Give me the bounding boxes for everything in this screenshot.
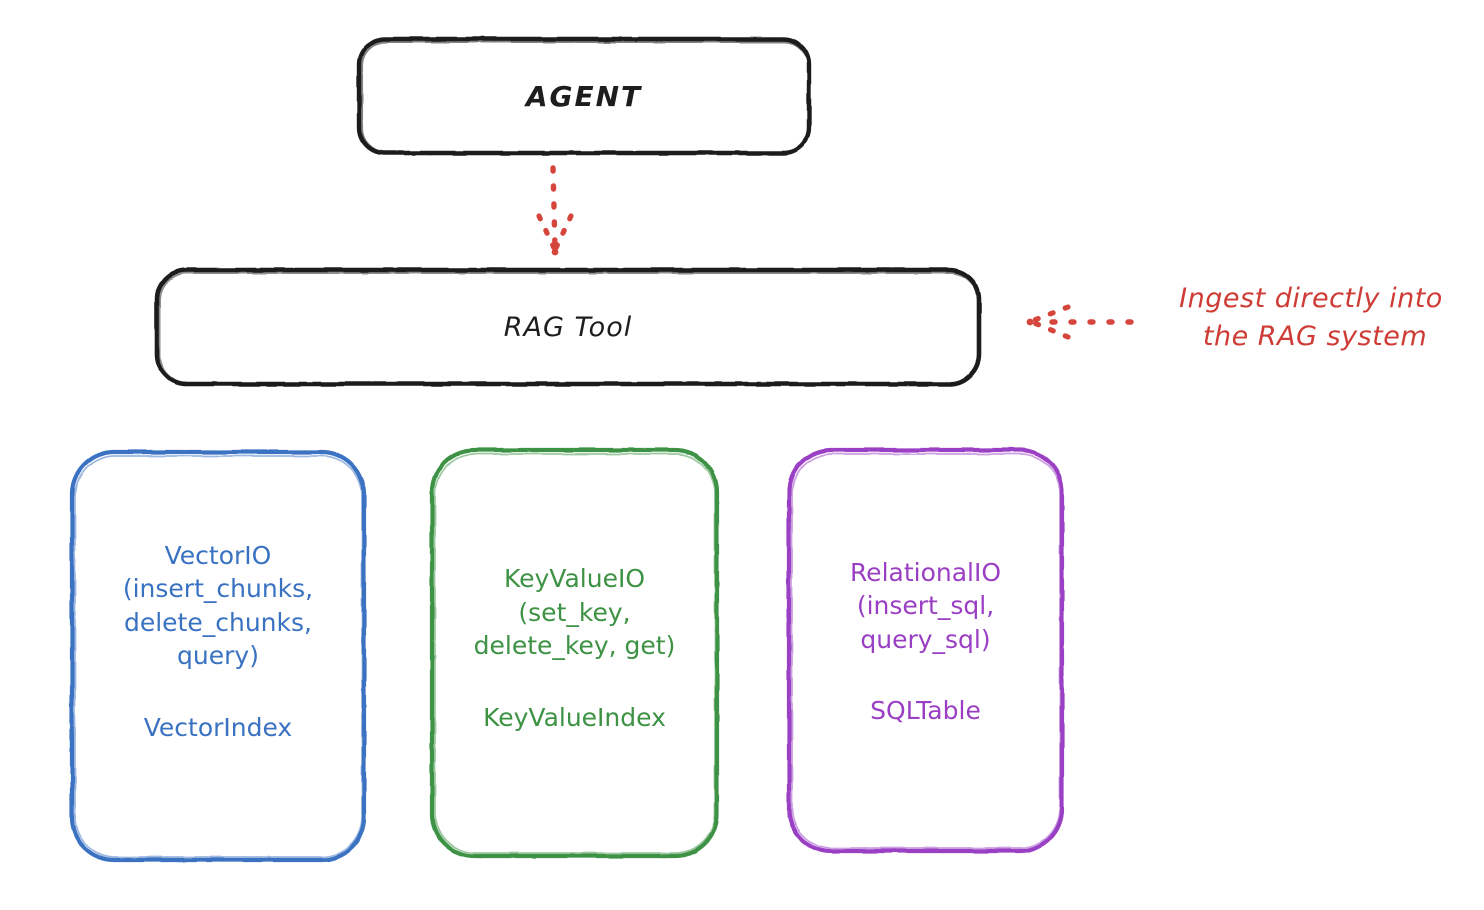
- rag-tool-box[interactable]: RAG Tool: [155, 268, 981, 386]
- vector-store-box-shape[interactable]: [69, 449, 367, 863]
- rag-tool-box-shape[interactable]: [154, 267, 982, 387]
- ingest-annotation-line-2: the RAG system: [1202, 321, 1428, 353]
- relational-store-box[interactable]: RelationalIO (insert_sql, query_sql) SQL…: [787, 448, 1064, 853]
- ingest-annotation: Ingest directly into the RAG system: [1146, 280, 1476, 357]
- keyvalue-store-box[interactable]: KeyValueIO (set_key, delete_key, get) Ke…: [430, 448, 719, 858]
- ingest-connector-icon: [1026, 304, 1134, 340]
- vector-store-signature: VectorIO (insert_chunks, delete_chunks, …: [122, 540, 314, 671]
- rag-tool-label: RAG Tool: [503, 311, 633, 343]
- agent-box-shape[interactable]: [356, 36, 812, 156]
- vector-store-index: VectorIndex: [143, 712, 293, 742]
- agent-box[interactable]: AGENT: [358, 38, 810, 154]
- relational-store-index: SQLTable: [870, 696, 981, 726]
- vector-store-box[interactable]: VectorIO (insert_chunks, delete_chunks, …: [70, 450, 366, 862]
- ingest-annotation-line-1: Ingest directly into: [1179, 283, 1443, 314]
- keyvalue-store-box-shape[interactable]: [429, 447, 720, 859]
- relational-store-box-shape[interactable]: [786, 447, 1065, 854]
- agent-label: AGENT: [525, 79, 643, 113]
- keyvalue-store-signature: KeyValueIO (set_key, delete_key, get): [473, 564, 676, 661]
- relational-store-signature: RelationalIO (insert_sql, query_sql): [849, 557, 1002, 654]
- agent-to-rag-tool-connector-icon: [536, 165, 574, 256]
- keyvalue-store-index: KeyValueIndex: [483, 702, 666, 732]
